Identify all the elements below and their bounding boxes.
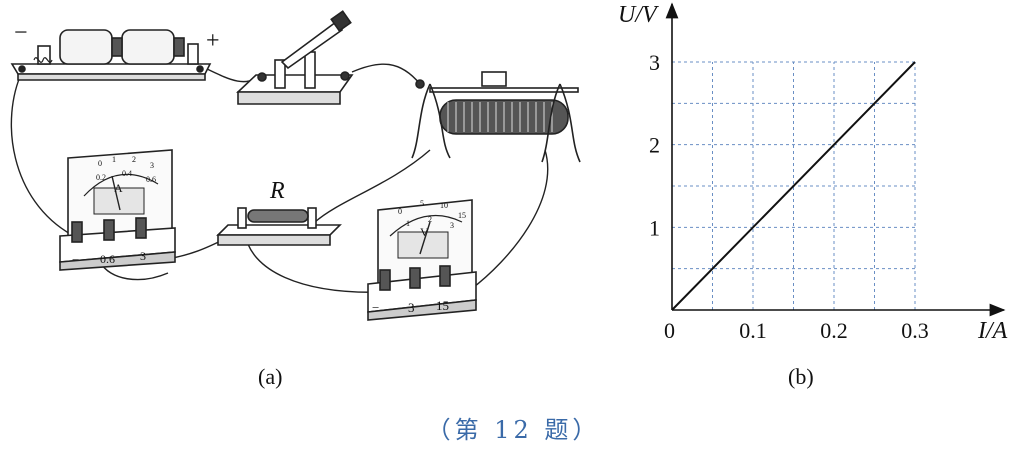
- battery-plus-sign: +: [206, 28, 220, 54]
- voltmeter-scale-tick: 15: [458, 211, 466, 220]
- ammeter-terminal-minus: −: [72, 252, 79, 267]
- ammeter-scale-tick: 3: [150, 161, 154, 170]
- battery-minus-sign: −: [14, 20, 28, 46]
- ammeter: [59, 149, 176, 271]
- y-axis-label: U/V: [618, 2, 659, 28]
- ammeter-scale-tick: 0.4: [122, 169, 132, 178]
- y-tick-label: 1: [649, 215, 660, 240]
- voltmeter-scale-tick: 10: [440, 201, 448, 210]
- ammeter-terminal-3: 3: [140, 249, 146, 263]
- x-axis-label-text: I/A: [977, 318, 1008, 344]
- y-tick-label: 2: [649, 133, 660, 158]
- voltmeter-scale-tick: 0: [398, 207, 402, 216]
- voltmeter-scale-tick: 1: [406, 219, 410, 228]
- y-axis-label-text: U/V: [618, 2, 659, 28]
- u-i-graph: 0.1 0.2 0.3 1 2 3 0 U/V I/A: [618, 2, 1008, 344]
- x-tick-label: 0.3: [901, 318, 929, 343]
- problem-caption: （第 12 题）: [426, 416, 601, 444]
- voltmeter-terminal-15: 15: [436, 298, 449, 313]
- voltmeter-terminal-minus: −: [372, 300, 379, 315]
- panel-a-label: (a): [258, 364, 282, 389]
- ammeter-scale-tick: 0: [98, 159, 102, 168]
- x-tick-label: 0.1: [739, 318, 767, 343]
- x-axis-label: I/A: [977, 318, 1008, 344]
- battery-pack: [10, 29, 212, 81]
- ammeter-scale-tick: 2: [132, 155, 136, 164]
- panel-b-label: (b): [788, 364, 814, 389]
- ammeter-scale-tick: 1: [112, 155, 116, 164]
- ammeter-symbol: A: [114, 181, 123, 195]
- voltmeter: [367, 199, 477, 321]
- sliding-rheostat: [411, 71, 581, 163]
- knife-switch: [235, 10, 354, 105]
- circuit-diagram: [10, 10, 581, 321]
- voltmeter-scale-tick: 5: [420, 199, 424, 208]
- x-tick-label: 0.2: [820, 318, 848, 343]
- resistor-r: [216, 207, 342, 246]
- ammeter-scale-tick: 0.2: [96, 173, 106, 182]
- resistor-label: R: [269, 178, 285, 204]
- voltmeter-terminal-3: 3: [408, 300, 415, 315]
- series-line: [671, 61, 916, 311]
- y-tick-label: 3: [649, 50, 660, 75]
- voltmeter-scale-tick: 3: [450, 221, 454, 230]
- origin-label: 0: [664, 318, 675, 343]
- ammeter-scale-tick: 0.6: [146, 175, 156, 184]
- ammeter-terminal-0-6: 0.6: [100, 252, 115, 266]
- voltmeter-scale-tick: 2: [428, 215, 432, 224]
- voltmeter-symbol: V: [420, 225, 429, 239]
